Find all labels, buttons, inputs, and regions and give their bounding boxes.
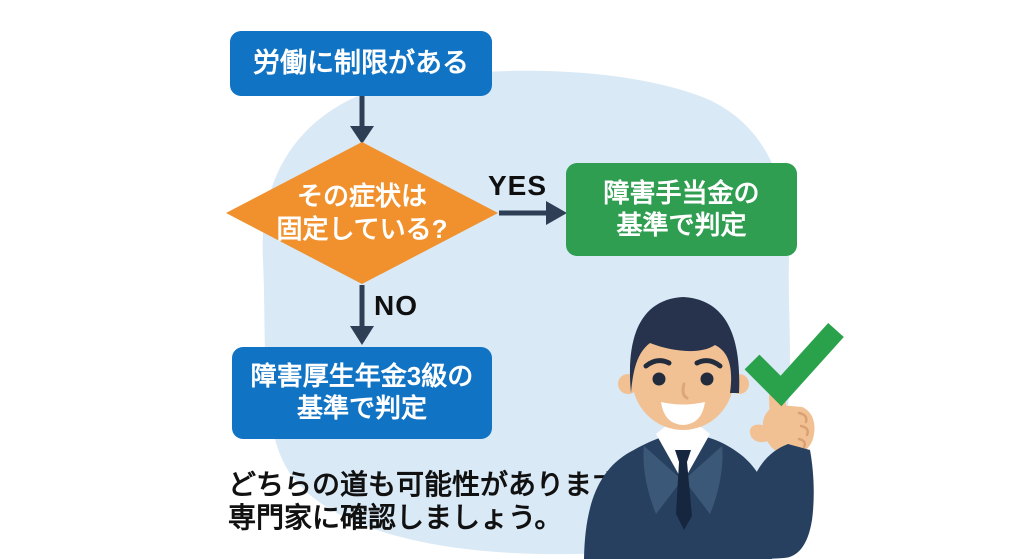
arrow-down-no xyxy=(350,285,374,345)
no-branch-label: NO xyxy=(374,290,418,321)
footer-note: どちらの道も可能性があります! 専門家に確認しましょう。 xyxy=(228,469,630,533)
suit-lapel-left xyxy=(643,446,682,514)
eye-right xyxy=(700,372,714,386)
suit-arm xyxy=(743,444,814,559)
decision-label: その症状は 固定している? xyxy=(276,181,448,244)
hand-knuckle-lines xyxy=(797,411,809,449)
yes-result-box: 障害手当金の 基準で判定 xyxy=(566,163,797,256)
start-box: 労働に制限がある xyxy=(230,31,492,96)
eyebrows xyxy=(643,358,723,369)
tie xyxy=(675,450,692,530)
start-box-label: 労働に制限がある xyxy=(253,48,469,79)
mouth xyxy=(661,402,705,425)
yes-branch-label: YES xyxy=(488,170,548,201)
face xyxy=(632,326,734,430)
checkmark-icon xyxy=(744,322,844,407)
nose xyxy=(681,382,689,400)
arrow-right-yes xyxy=(499,201,567,225)
suit-lapel-right xyxy=(684,446,723,514)
eye-left xyxy=(652,372,666,386)
no-result-box: 障害厚生年金3級の 基準で判定 xyxy=(232,347,492,439)
hair xyxy=(629,297,740,393)
arrow-down-1 xyxy=(350,96,374,144)
decision-diamond xyxy=(226,142,498,284)
